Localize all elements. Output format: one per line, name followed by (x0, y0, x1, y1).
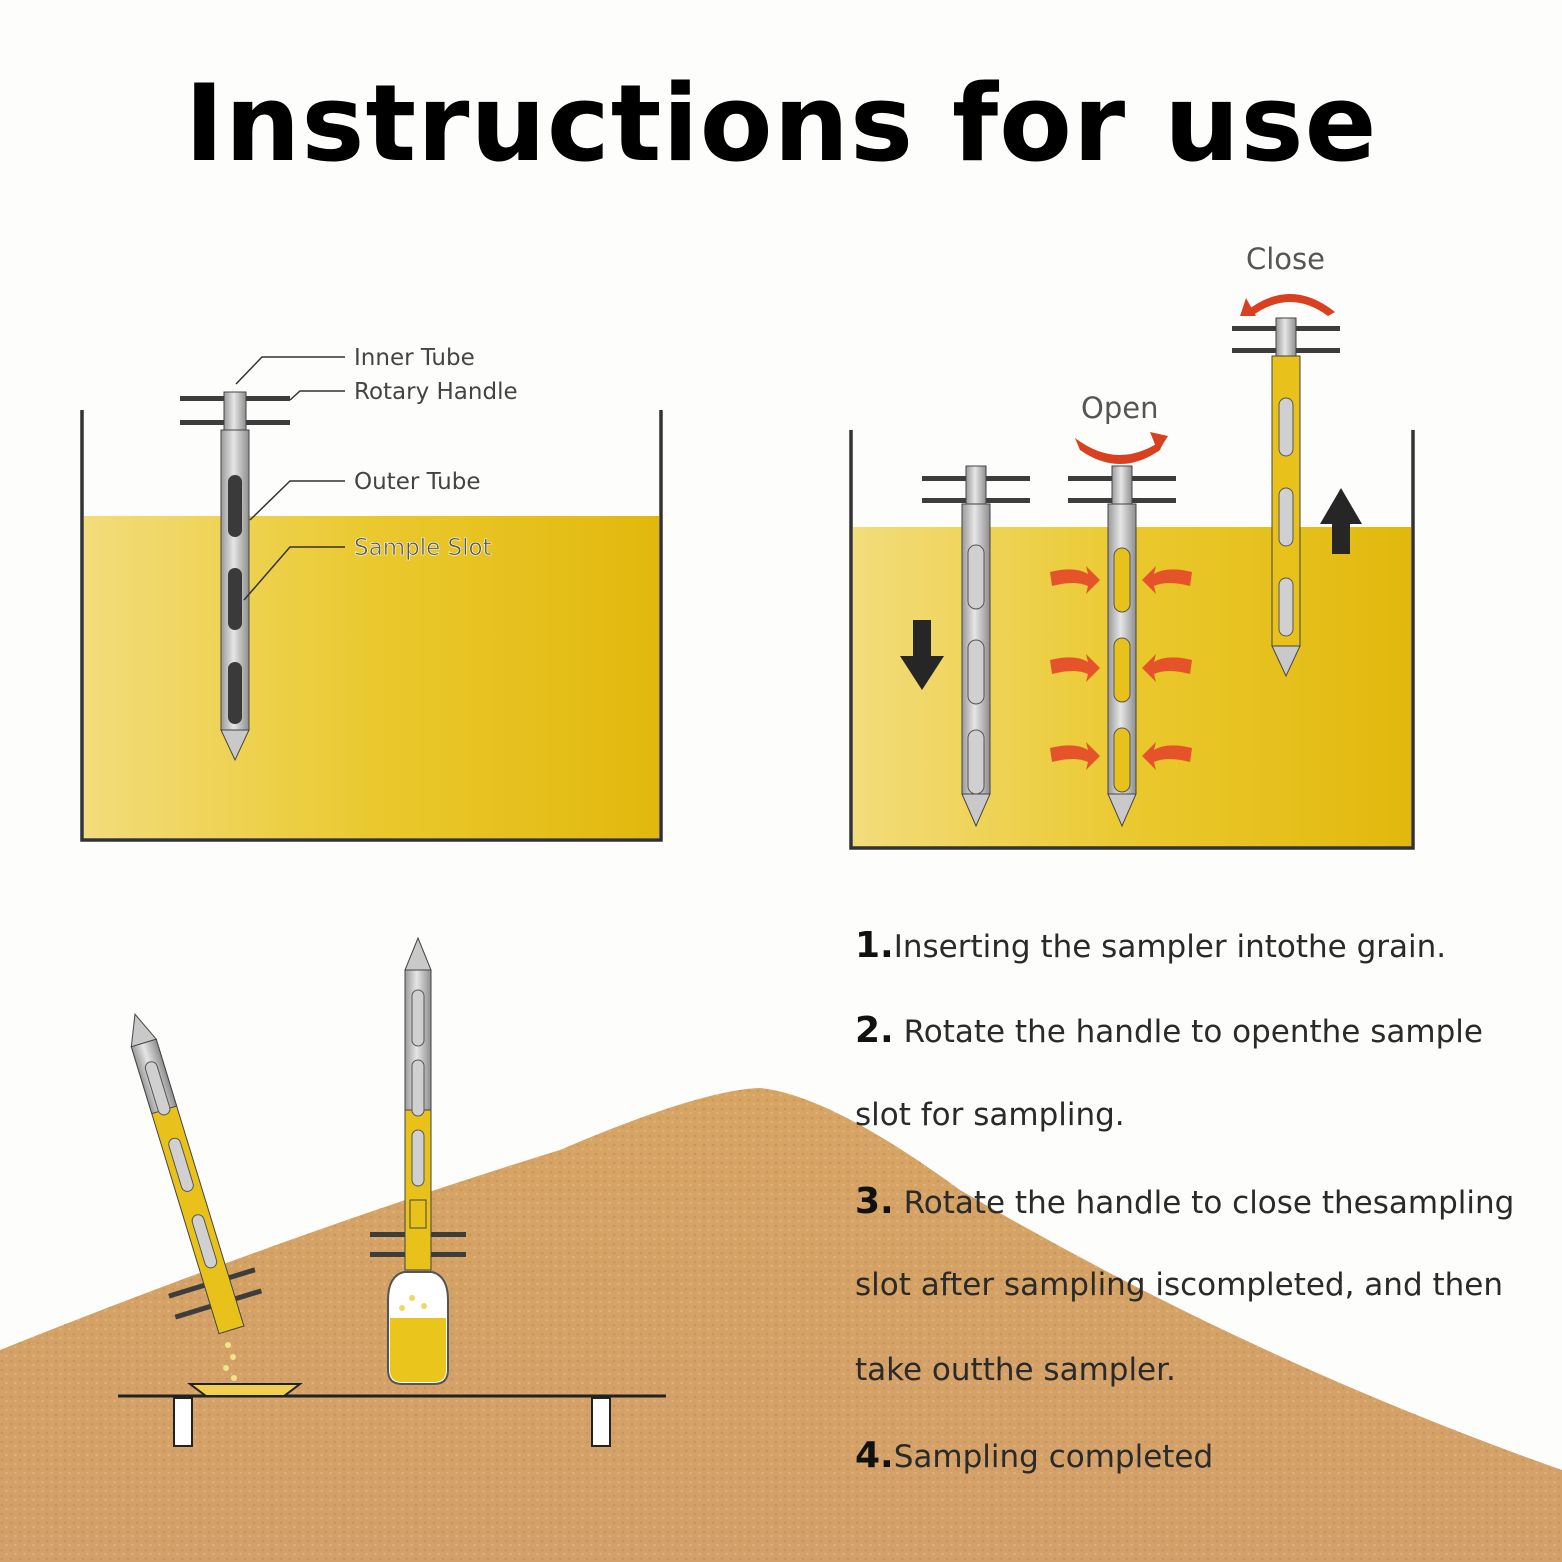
rotary-handle-label: Rotary Handle (354, 379, 518, 405)
inflow-arrows (1050, 566, 1192, 770)
step-2-line-2: slot for sampling. (855, 1097, 1125, 1133)
page-title: Instructions for use (184, 62, 1378, 185)
step-2-line-1: 2. Rotate the handle to openthe sample (855, 1010, 1483, 1051)
step-3-line-2: slot after sampling iscompleted, and the… (855, 1267, 1503, 1303)
step-1-number: 1. (855, 925, 894, 966)
step-3-line-1: 3. Rotate the handle to close thesamplin… (855, 1181, 1514, 1222)
arrow-down-icon (900, 620, 944, 690)
pouring-grains (223, 1342, 237, 1381)
step-2-number: 2. (855, 1010, 894, 1051)
step-4-line-1: 4.Sampling completed (855, 1435, 1213, 1476)
arrow-up-icon (1320, 488, 1362, 554)
sampler-open (1068, 465, 1176, 828)
sampler-inserting (922, 465, 1030, 828)
inner-tube-label: Inner Tube (354, 345, 475, 371)
step-2-text-2: slot for sampling. (855, 1097, 1125, 1133)
container-left (80, 410, 663, 842)
step-3-text-3: take outthe sampler. (855, 1352, 1176, 1388)
open-label: Open (1081, 391, 1158, 425)
grain-pile (0, 1088, 1562, 1562)
callout-lines (235, 356, 345, 601)
sample-slot-label: Sample Slot (354, 535, 492, 561)
table-stand (118, 1383, 666, 1447)
step-4-text: Sampling completed (893, 1439, 1214, 1475)
rotate-close-arrow-icon (1240, 294, 1335, 316)
sampler-labeled (180, 391, 290, 762)
sampler-close (1232, 317, 1340, 678)
step-1-text: Inserting the sampler intothe grain. (893, 929, 1447, 965)
step-3-text-1: Rotate the handle to close thesampling (893, 1185, 1515, 1221)
step-2-text-1: Rotate the handle to openthe sample (893, 1014, 1483, 1050)
step-3-line-3: take outthe sampler. (855, 1352, 1176, 1388)
rotate-open-arrow-icon (1075, 432, 1168, 464)
step-3-number: 3. (855, 1181, 894, 1222)
step-1-line-1: 1.Inserting the sampler intothe grain. (855, 925, 1446, 966)
sampler-upright-bottle (370, 936, 466, 1385)
outer-tube-label: Outer Tube (354, 469, 481, 495)
grain-fill-left (84, 516, 659, 838)
step-4-number: 4. (855, 1435, 894, 1476)
close-label: Close (1246, 242, 1325, 276)
sampler-tilted-pouring (130, 1012, 263, 1335)
step-3-text-2: slot after sampling iscompleted, and the… (855, 1267, 1504, 1303)
